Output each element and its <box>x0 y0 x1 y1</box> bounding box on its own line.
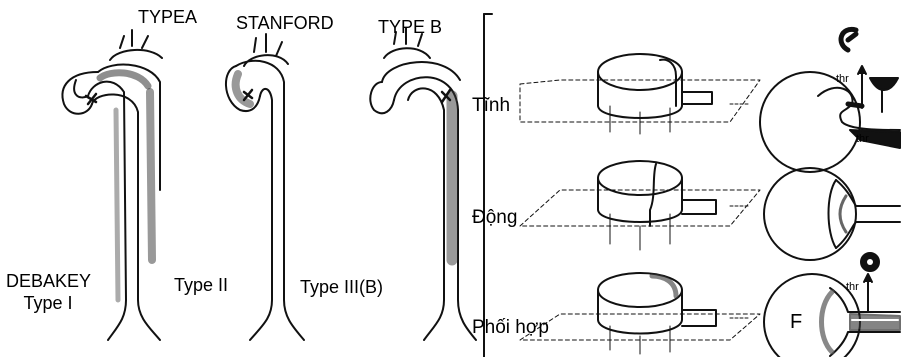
type-iii-label: Type III(B) <box>300 278 383 296</box>
type-b-heading: TYPE B <box>378 18 442 36</box>
stanford-heading: STANFORD <box>236 14 334 32</box>
dynamic-obstruction-row <box>520 161 900 260</box>
mixed-obstruction-row <box>520 253 900 357</box>
thr-label-mixed: thr <box>846 282 859 293</box>
type-i-label: Type I <box>6 294 90 312</box>
mixed-label: Phối hợp <box>472 318 549 337</box>
false-lumen-label: F <box>790 312 802 332</box>
thr-label-top: thr <box>836 74 849 85</box>
static-obstruction-row <box>520 29 900 172</box>
static-label: Tĩnh <box>472 96 510 115</box>
aorta-type-iii <box>370 28 476 340</box>
debakey-label: DEBAKEY <box>6 272 90 290</box>
type-a-heading: TYPEA <box>138 8 197 26</box>
thr-label-bottom: thr <box>856 134 869 145</box>
aorta-type-ii <box>226 34 304 340</box>
type-ii-label: Type II <box>174 276 228 294</box>
dynamic-label: Động <box>472 208 517 227</box>
